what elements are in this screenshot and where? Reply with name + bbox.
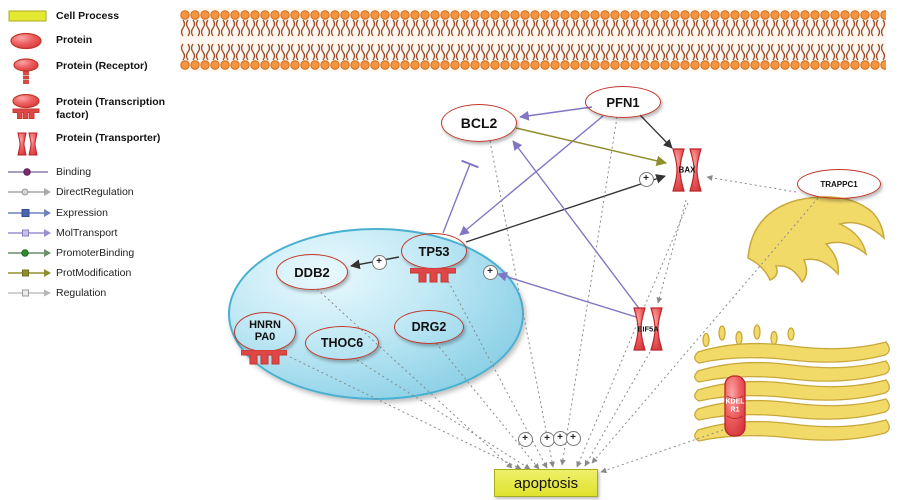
node-thoc6[interactable]: THOC6 xyxy=(305,326,379,360)
legend-label: Expression xyxy=(56,206,108,219)
legend-label: Binding xyxy=(56,166,92,179)
legend-item-promoter-binding: PromoterBinding xyxy=(6,247,178,260)
transporter-icon xyxy=(672,148,702,192)
legend-item-cell-process: Cell Process xyxy=(6,8,178,24)
node-apoptosis[interactable]: apoptosis xyxy=(494,469,598,497)
hnrnpa0-transcription-factor-base xyxy=(241,350,287,365)
legend-item-protein-receptor: Protein (Receptor) xyxy=(6,58,178,86)
legend-label: ProtModification xyxy=(56,266,132,279)
node-hnrnpa0[interactable]: HNRN PA0 xyxy=(234,312,296,352)
legend-label: Protein (Transporter) xyxy=(56,132,161,145)
legend-label: Cell Process xyxy=(56,10,120,22)
protein-icon xyxy=(6,32,56,50)
legend-item-binding: Binding xyxy=(6,166,178,179)
legend-label: MolTransport xyxy=(56,226,118,239)
legend-label: PromoterBinding xyxy=(56,246,135,259)
mol-transport-edge-icon xyxy=(6,227,56,239)
cell-process-icon xyxy=(6,8,56,24)
legend-item-regulation: Regulation xyxy=(6,287,178,300)
legend-item-protein: Protein xyxy=(6,32,178,50)
legend-label: Protein (Transcription factor) xyxy=(56,96,166,122)
legend-item-protein-transcription-factor: Protein (Transcription factor) xyxy=(6,94,178,122)
node-tp53[interactable]: TP53 xyxy=(401,233,467,269)
node-bax[interactable]: BAX xyxy=(671,147,703,193)
protein-transporter-icon xyxy=(6,130,56,158)
plus-sign-marker: + xyxy=(517,431,533,447)
cell-membrane xyxy=(180,8,886,72)
plus-sign-marker: + xyxy=(371,254,387,270)
legend-item-prot-modification: ProtModification xyxy=(6,267,178,280)
node-eif5a[interactable]: EIF5A xyxy=(632,306,664,352)
promoter-binding-edge-icon xyxy=(6,247,56,259)
tp53-transcription-factor-base xyxy=(410,268,456,283)
regulation-edge-icon xyxy=(6,287,56,299)
plus-sign-marker: + xyxy=(482,264,498,280)
plus-sign-marker: + xyxy=(638,171,654,187)
legend-label: DirectRegulation xyxy=(56,186,134,199)
node-kdelr1-label: KDEL R1 xyxy=(725,398,744,413)
legend-label: Regulation xyxy=(56,287,107,299)
node-hnrnpa0-line1: HNRN xyxy=(249,319,281,332)
node-hnrnpa0-line2: PA0 xyxy=(254,331,276,343)
legend-item-mol-transport: MolTransport xyxy=(6,227,178,240)
plus-sign-marker: + xyxy=(565,430,581,446)
legend-item-direct-regulation: DirectRegulation xyxy=(6,186,178,199)
node-trappc1[interactable]: TRAPPC1 xyxy=(797,169,881,199)
er-organelle xyxy=(747,196,885,284)
binding-edge-icon xyxy=(6,166,56,178)
node-kdelr1-line1: KDEL xyxy=(725,398,745,406)
node-pfn1[interactable]: PFN1 xyxy=(585,86,661,118)
protein-transcription-factor-icon xyxy=(6,94,56,121)
expression-edge-icon xyxy=(6,207,56,219)
legend-item-protein-transporter: Protein (Transporter) xyxy=(6,130,178,158)
node-kdelr1-line2: R1 xyxy=(730,406,740,413)
legend: Cell Process Protein Protein (Receptor) xyxy=(6,8,178,307)
node-ddb2[interactable]: DDB2 xyxy=(276,254,348,290)
node-eif5a-label: EIF5A xyxy=(637,324,659,334)
prot-modification-edge-icon xyxy=(6,267,56,279)
legend-label: Protein (Receptor) xyxy=(56,60,148,72)
legend-label: Protein xyxy=(56,34,93,46)
node-bax-label: BAX xyxy=(678,165,696,175)
node-kdelr1[interactable]: KDEL R1 xyxy=(723,374,747,438)
direct-regulation-edge-icon xyxy=(6,186,56,198)
protein-receptor-icon xyxy=(6,58,56,86)
node-drg2[interactable]: DRG2 xyxy=(394,310,464,344)
legend-item-expression: Expression xyxy=(6,207,178,220)
node-bcl2[interactable]: BCL2 xyxy=(441,104,517,142)
